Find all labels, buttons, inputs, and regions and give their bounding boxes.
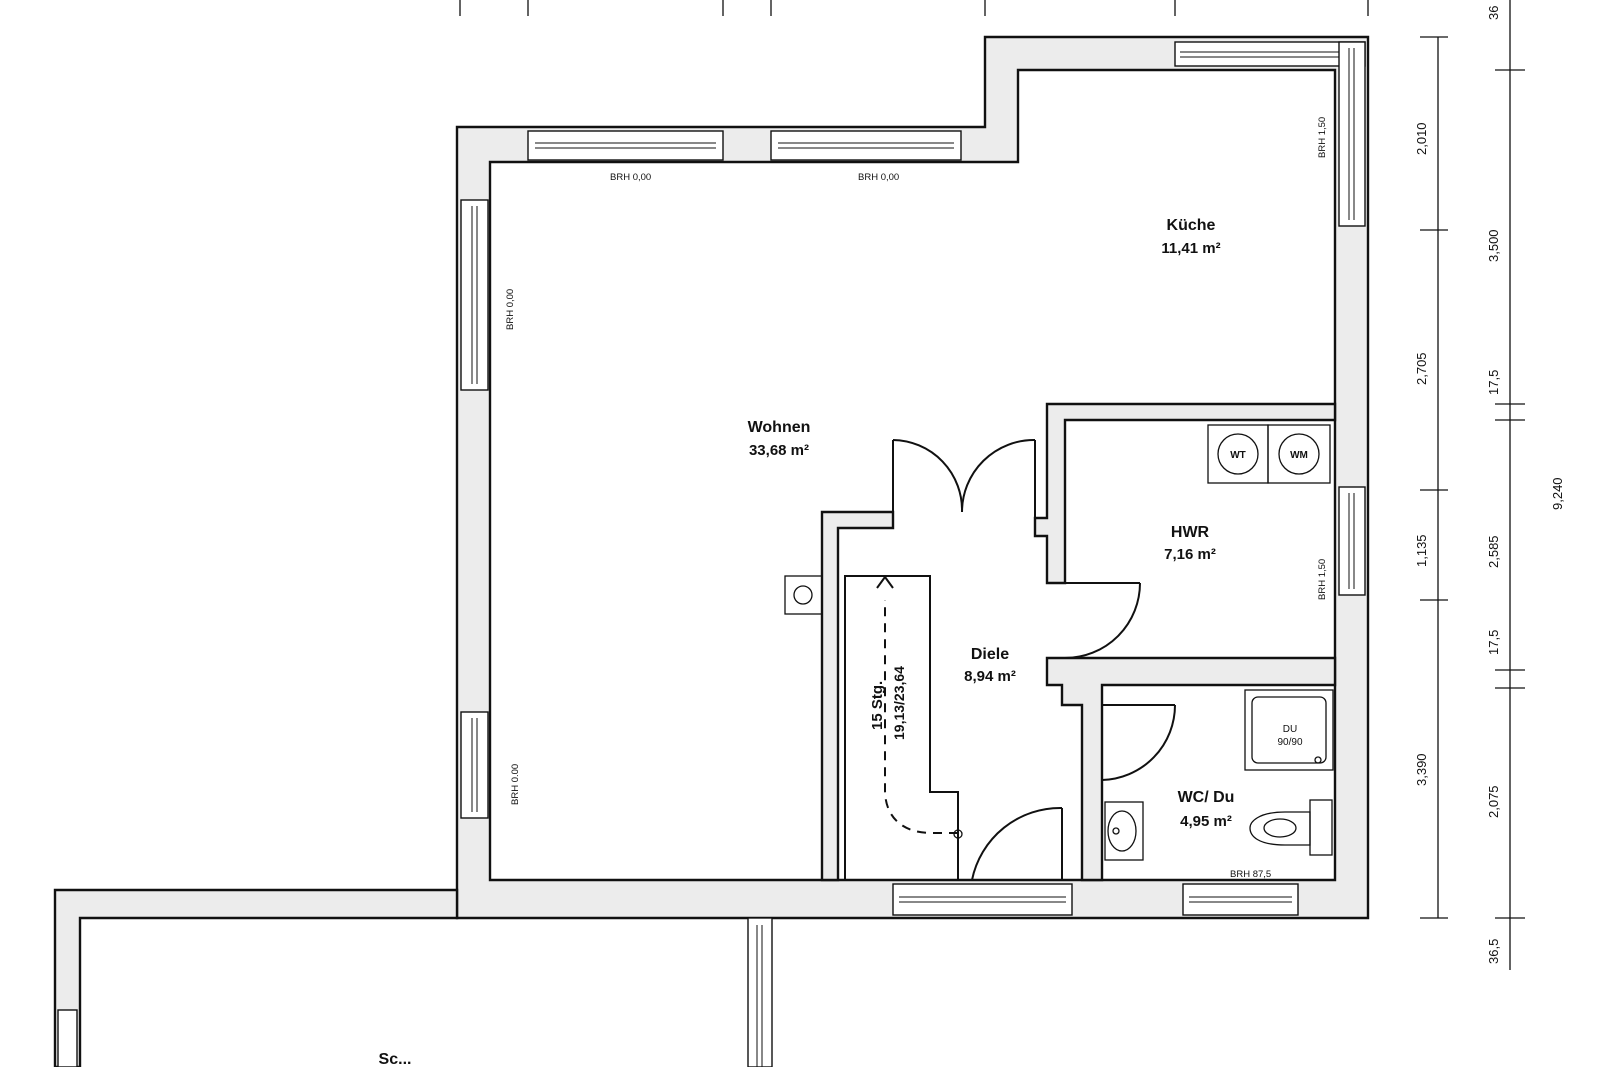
stair-outline xyxy=(844,575,959,881)
hwr-appliances: WT WM xyxy=(1207,424,1331,484)
bathroom-fixtures: DU 90/90 xyxy=(1104,689,1334,861)
window-diele-bottom xyxy=(892,883,1073,916)
room-diele-area: 8,94 m² xyxy=(964,668,1016,685)
dim-outer-7: 36,5 xyxy=(1486,939,1501,964)
window-kueche-top xyxy=(1174,41,1366,67)
brh-labels: BRH 0,00 BRH 0,00 BRH 0,00 BRH 0.00 BRH … xyxy=(505,117,1328,880)
dim-outer-3: 17,5 xyxy=(1486,370,1501,395)
dim-inner-3: 1,135 xyxy=(1414,534,1429,567)
window-left-lower xyxy=(460,711,489,819)
windows xyxy=(57,41,1366,1067)
shower-size-label: 90/90 xyxy=(1277,737,1302,748)
room-partial-label: Sc... xyxy=(379,1051,412,1067)
brh-top-left: BRH 0,00 xyxy=(610,172,651,183)
window-top-right xyxy=(770,130,962,161)
window-kueche-right xyxy=(1338,41,1366,227)
dimension-lines: 2,010 2,705 1,135 3,390 36 3,500 17,5 2,… xyxy=(1414,0,1565,970)
interior-wall-hwr-bottom xyxy=(1045,656,1337,882)
stairs: 15 Stg. 19,13/23,64 xyxy=(844,575,963,881)
room-labels: Wohnen 33,68 m² Küche 11,41 m² HWR 7,16 … xyxy=(379,217,1235,1067)
stair-direction-line xyxy=(884,600,958,834)
toilet-bowl xyxy=(1249,811,1311,846)
washer-icon xyxy=(1278,433,1320,475)
dim-inner-2: 2,705 xyxy=(1414,352,1429,385)
chimney xyxy=(784,575,823,615)
outer-wall xyxy=(455,35,1370,920)
dim-inner-4: 3,390 xyxy=(1414,753,1429,786)
room-hwr-name: HWR xyxy=(1171,524,1210,541)
window-top-left xyxy=(527,130,724,161)
toilet-cistern xyxy=(1309,799,1333,856)
brh-hwr-right: BRH 1,50 xyxy=(1317,559,1328,600)
interior-wall-hwr-top xyxy=(1033,402,1337,585)
dryer-icon xyxy=(1217,433,1259,475)
shower-label: DU xyxy=(1283,724,1297,735)
brh-top-right: BRH 0,00 xyxy=(858,172,899,183)
brh-wc-bottom: BRH 87,5 xyxy=(1230,869,1271,880)
shower-tray xyxy=(1244,689,1334,771)
dim-outer-1: 36 xyxy=(1486,6,1501,20)
room-kueche-name: Küche xyxy=(1167,217,1216,234)
room-diele-name: Diele xyxy=(971,646,1009,663)
window-lower-wing-left xyxy=(57,1009,78,1067)
room-hwr-area: 7,16 m² xyxy=(1164,546,1216,563)
doors xyxy=(892,438,1176,881)
lower-wing-wall xyxy=(53,888,459,1067)
dim-outer-6: 2,075 xyxy=(1486,785,1501,818)
dim-inner-1: 2,010 xyxy=(1414,122,1429,155)
dim-total: 9,240 xyxy=(1550,477,1565,510)
stair-arrow-head xyxy=(876,575,894,589)
brh-left-upper: BRH 0,00 xyxy=(505,289,516,330)
washbasin xyxy=(1104,801,1144,861)
room-wc-name: WC/ Du xyxy=(1178,789,1235,806)
room-wc-area: 4,95 m² xyxy=(1180,813,1232,830)
dim-outer-2: 3,500 xyxy=(1486,229,1501,262)
window-hwr-right xyxy=(1338,486,1366,596)
top-edge-ticks xyxy=(459,0,1369,16)
dim-outer-5: 17,5 xyxy=(1486,630,1501,655)
window-left-upper xyxy=(460,199,489,391)
stair-start-marker xyxy=(953,829,963,839)
stair-steps-label: 15 Stg. xyxy=(869,681,886,730)
brh-left-lower: BRH 0.00 xyxy=(510,764,521,805)
window-wc-bottom xyxy=(1182,883,1299,916)
room-kueche-area: 11,41 m² xyxy=(1161,240,1220,257)
room-wohnen-name: Wohnen xyxy=(748,419,811,436)
dryer-label: WT xyxy=(1230,450,1246,461)
dim-outer-4: 2,585 xyxy=(1486,535,1501,568)
chimney-flue xyxy=(793,585,813,605)
stair-ratio-label: 19,13/23,64 xyxy=(891,666,907,740)
room-wohnen-area: 33,68 m² xyxy=(749,442,809,459)
window-lower-wing-center xyxy=(747,917,773,1067)
brh-kueche-right: BRH 1,50 xyxy=(1317,117,1328,158)
washer-label: WM xyxy=(1290,450,1308,461)
